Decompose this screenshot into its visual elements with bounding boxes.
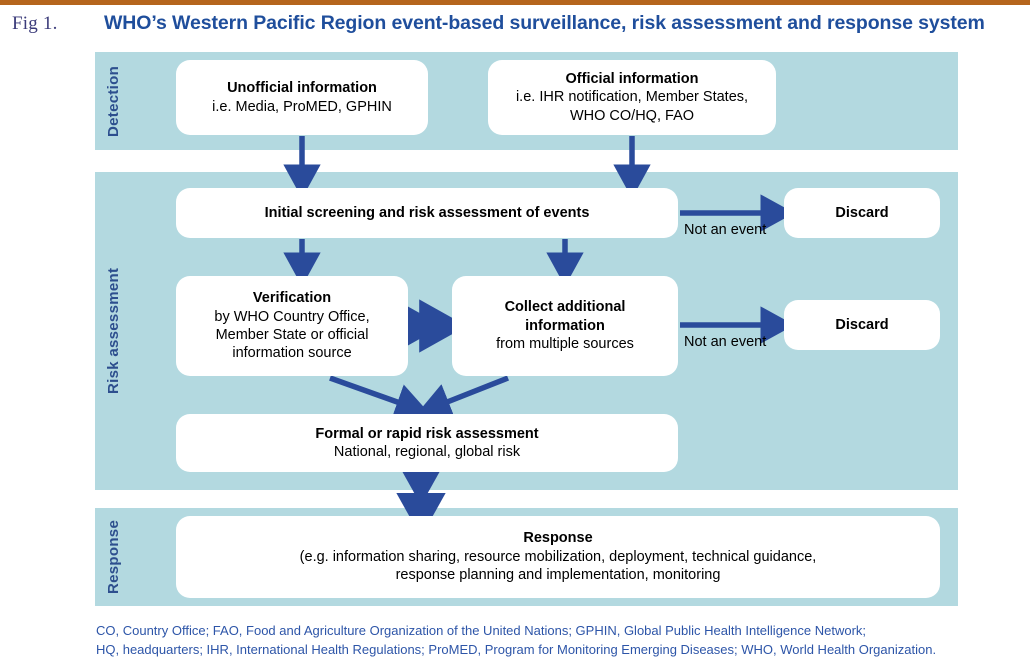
node-official-title: Official information — [565, 70, 699, 87]
node-unofficial-subtitle: i.e. Media, ProMED, GPHIN — [212, 98, 392, 115]
node-verification-subtitle-line-1: by WHO Country Office, — [214, 308, 370, 325]
node-verification-subtitle-line-3: information source — [232, 345, 352, 362]
node-collect-title-line-1: Collect additional — [504, 299, 626, 316]
panel-label-risk-assessment: Risk assessment — [105, 267, 122, 395]
footnote-line-1: CO, Country Office; FAO, Food and Agricu… — [96, 623, 867, 638]
node-collect-additional-information[interactable]: Collect additional information from mult… — [452, 276, 678, 376]
node-formal-risk-assessment[interactable]: Formal or rapid risk assessment National… — [176, 414, 678, 472]
node-collect-title-line-2: information — [525, 317, 605, 334]
node-official-subtitle-line-1: i.e. IHR notification, Member States, — [515, 89, 749, 106]
node-discard-1[interactable]: Discard — [784, 188, 940, 238]
node-discard-1-title: Discard — [835, 204, 889, 221]
node-official-subtitle-line-2: WHO CO/HQ, FAO — [569, 107, 695, 124]
node-verification[interactable]: Verification by WHO Country Office, Memb… — [176, 276, 408, 376]
node-response-subtitle-line-1: (e.g. information sharing, resource mobi… — [299, 548, 817, 565]
node-response-title: Response — [523, 530, 593, 547]
figure-title: WHO’s Western Pacific Region event-based… — [104, 12, 985, 34]
edge-label-not-an-event-1: Not an event — [684, 222, 767, 238]
node-collect-subtitle: from multiple sources — [496, 336, 634, 353]
node-verification-subtitle-line-2: Member State or official — [215, 327, 369, 343]
node-official-information[interactable]: Official information i.e. IHR notificati… — [488, 60, 776, 135]
node-unofficial-title: Unofficial information — [227, 80, 377, 97]
footnote-line-2: HQ, headquarters; IHR, International Hea… — [96, 641, 937, 657]
node-unofficial-information[interactable]: Unofficial information i.e. Media, ProME… — [176, 60, 428, 135]
node-verification-title: Verification — [252, 290, 332, 307]
node-initial-screening[interactable]: Initial screening and risk assessment of… — [176, 188, 678, 238]
top-rule-divider — [0, 0, 1030, 5]
node-discard-2-title: Discard — [835, 316, 889, 333]
footnote-abbreviations: CO, Country Office; FAO, Food and Agricu… — [96, 622, 1026, 660]
node-response[interactable]: Response (e.g. information sharing, reso… — [176, 516, 940, 598]
figure-number: Fig 1. — [12, 13, 58, 34]
node-initial-title: Initial screening and risk assessment of… — [264, 204, 590, 221]
node-discard-2[interactable]: Discard — [784, 300, 940, 350]
panel-label-response: Response — [105, 519, 122, 595]
node-response-subtitle-line-2: response planning and implementation, mo… — [395, 567, 721, 584]
edge-label-not-an-event-2: Not an event — [684, 334, 767, 350]
node-formal-title: Formal or rapid risk assessment — [315, 425, 539, 442]
node-formal-subtitle: National, regional, global risk — [333, 444, 521, 460]
panel-label-detection: Detection — [105, 65, 122, 137]
